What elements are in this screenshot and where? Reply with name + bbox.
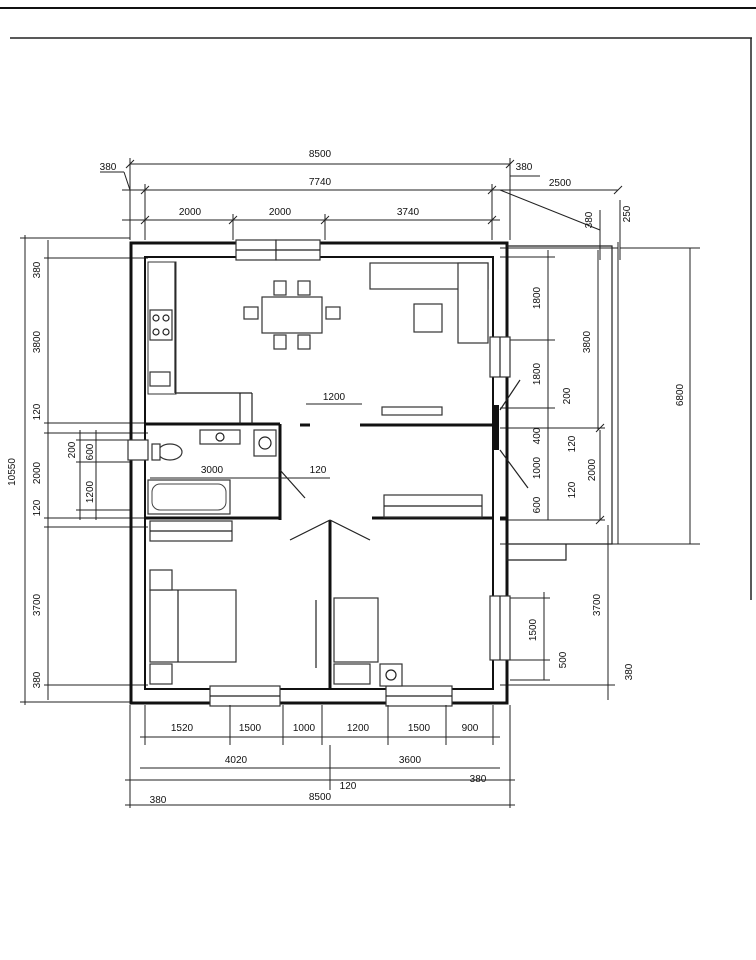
dim-bottom-wall-120: 120 — [340, 781, 357, 792]
dim-right-pier-1000: 1000 — [532, 456, 543, 479]
dim-right-window-500: 500 — [558, 651, 569, 668]
beds — [149, 569, 403, 687]
sofa — [369, 262, 489, 344]
dim-right-bottom-380: 380 — [624, 663, 635, 680]
dim-top-wall-right: 380 — [516, 162, 533, 173]
interior-dimensions: 1200 3000 120 — [150, 392, 362, 479]
dim-right-pier-400: 400 — [532, 427, 543, 444]
dim-right-window-1800: 1800 — [532, 286, 543, 309]
dim-right-pier-1800: 1800 — [532, 362, 543, 385]
dim-top-seg-b: 2000 — [269, 207, 292, 218]
dim-top-380-small: 380 — [584, 211, 595, 228]
dim-left-bath-600: 600 — [85, 443, 96, 460]
dim-left-bath-1200: 1200 — [85, 480, 96, 503]
dim-right-terrace-3800: 3800 — [582, 330, 593, 353]
dim-overall-left: 10550 — [7, 458, 18, 486]
dim-left-kitchen: 3800 — [32, 330, 43, 353]
dim-inner-top: 7740 — [309, 177, 332, 188]
dim-bottom-3600: 3600 — [399, 755, 422, 766]
dim-left-top-wall: 380 — [32, 261, 43, 278]
dim-bottom-900: 900 — [462, 723, 479, 734]
dining-set — [243, 280, 341, 350]
dim-bottom-1500a: 1500 — [239, 723, 262, 734]
left-dimensions: 10550 380 3800 120 2000 120 3700 380 200… — [7, 235, 148, 705]
dim-bottom-1200: 1200 — [347, 723, 370, 734]
dim-bottom-1520: 1520 — [171, 723, 194, 734]
dim-top-seg-a: 2000 — [179, 207, 202, 218]
dim-right-terrace-6800: 6800 — [675, 383, 686, 406]
dim-interior-door-1200: 1200 — [323, 392, 346, 403]
dim-bottom-wall-380l: 380 — [150, 795, 167, 806]
dim-interior-bath-3000: 3000 — [201, 465, 224, 476]
dim-right-pier-2000: 2000 — [587, 458, 598, 481]
bottom-dimensions: 1520 1500 1000 1200 1500 900 4020 3600 3… — [125, 705, 515, 808]
dim-left-bottom-wall: 380 — [32, 671, 43, 688]
dim-left-bath-200: 200 — [67, 441, 78, 458]
dim-right-pier-120a: 120 — [567, 435, 578, 452]
dim-top-wall-left: 380 — [100, 162, 117, 173]
dim-bottom-overall: 8500 — [309, 792, 332, 803]
dim-right-window-1500: 1500 — [528, 618, 539, 641]
dim-right-pier-200: 200 — [562, 387, 573, 404]
top-dimensions: 8500 7740 2000 2000 3740 380 380 2500 38… — [100, 149, 633, 260]
dim-right-bedroom-3700: 3700 — [592, 593, 603, 616]
dim-right-pier-600: 600 — [532, 496, 543, 513]
dim-bottom-1500b: 1500 — [408, 723, 431, 734]
doors — [279, 379, 529, 668]
dim-left-wall-120a: 120 — [32, 403, 43, 420]
dim-bottom-wall-380r: 380 — [470, 774, 487, 785]
dim-left-bedroom: 3700 — [32, 593, 43, 616]
dim-terrace-width: 2500 — [549, 178, 572, 189]
bathroom-fixtures — [147, 429, 277, 515]
dim-top-250-small: 250 — [622, 205, 633, 222]
right-dimensions: 6800 3800 1800 1800 200 400 120 1000 200… — [500, 242, 700, 700]
dim-bottom-4020: 4020 — [225, 755, 248, 766]
dim-overall-top: 8500 — [309, 149, 332, 160]
dim-interior-wall-120: 120 — [310, 465, 327, 476]
kitchen-counter — [147, 261, 177, 395]
dim-left-bath-2000: 2000 — [32, 461, 43, 484]
dim-bottom-1000: 1000 — [293, 723, 316, 734]
dim-right-pier-120b: 120 — [567, 481, 578, 498]
wardrobes — [149, 406, 483, 542]
windows — [127, 239, 511, 707]
dim-top-seg-c: 3740 — [397, 207, 420, 218]
dim-left-wall-120b: 120 — [32, 499, 43, 516]
